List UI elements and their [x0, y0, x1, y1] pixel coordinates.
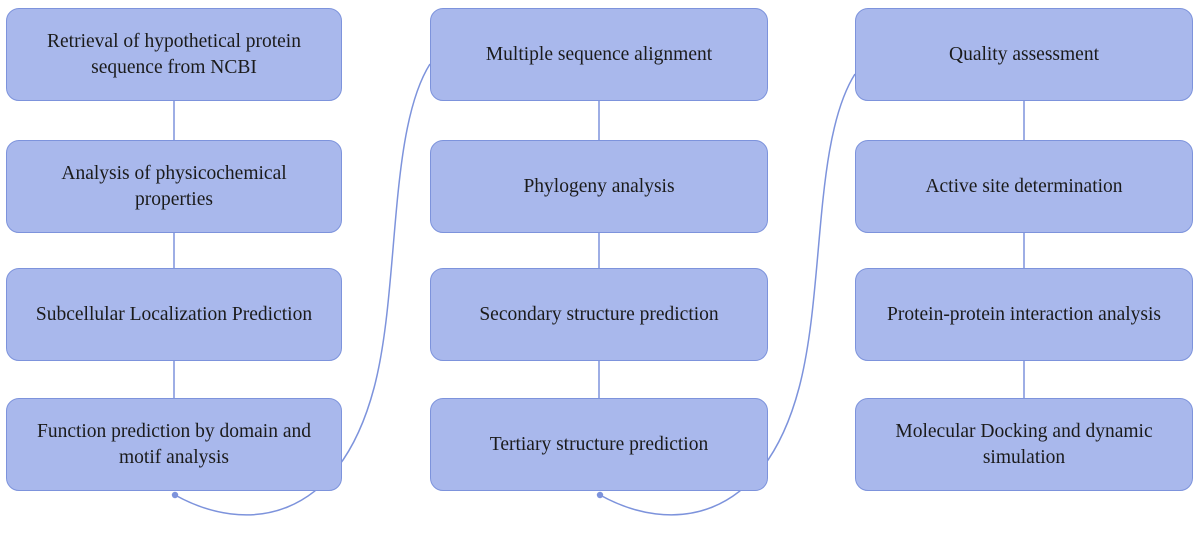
- step-retrieval-of-sequence: Retrieval of hypothetical protein sequen…: [6, 8, 342, 101]
- step-phylogeny-analysis: Phylogeny analysis: [430, 140, 768, 233]
- step-label: Function prediction by domain and motif …: [36, 420, 312, 468]
- step-secondary-structure-prediction: Secondary structure prediction: [430, 268, 768, 361]
- step-label: Multiple sequence alignment: [485, 43, 713, 65]
- step-physicochemical-properties: Analysis of physicochemical properties: [6, 140, 342, 233]
- step-label: Active site determination: [925, 175, 1123, 197]
- step-label: Secondary structure prediction: [479, 303, 719, 325]
- step-label: Tertiary structure prediction: [489, 433, 709, 455]
- step-label: Quality assessment: [948, 43, 1100, 65]
- curve-col1-start-dot: [171, 491, 179, 499]
- step-label: Phylogeny analysis: [523, 175, 675, 197]
- step-quality-assessment: Quality assessment: [855, 8, 1193, 101]
- step-multiple-sequence-alignment: Multiple sequence alignment: [430, 8, 768, 101]
- step-label: Analysis of physicochemical properties: [61, 162, 287, 210]
- step-molecular-docking: Molecular Docking and dynamic simulation: [855, 398, 1193, 491]
- curve-col2-start-dot: [596, 491, 604, 499]
- step-subcellular-localization: Subcellular Localization Prediction: [6, 268, 342, 361]
- step-active-site-determination: Active site determination: [855, 140, 1193, 233]
- step-label: Protein-protein interaction analysis: [886, 303, 1161, 325]
- step-label: Retrieval of hypothetical protein sequen…: [47, 30, 301, 78]
- step-function-prediction: Function prediction by domain and motif …: [6, 398, 342, 491]
- step-label: Subcellular Localization Prediction: [35, 303, 313, 325]
- step-tertiary-structure-prediction: Tertiary structure prediction: [430, 398, 768, 491]
- step-ppi-analysis: Protein-protein interaction analysis: [855, 268, 1193, 361]
- step-label: Molecular Docking and dynamic simulation: [895, 420, 1153, 468]
